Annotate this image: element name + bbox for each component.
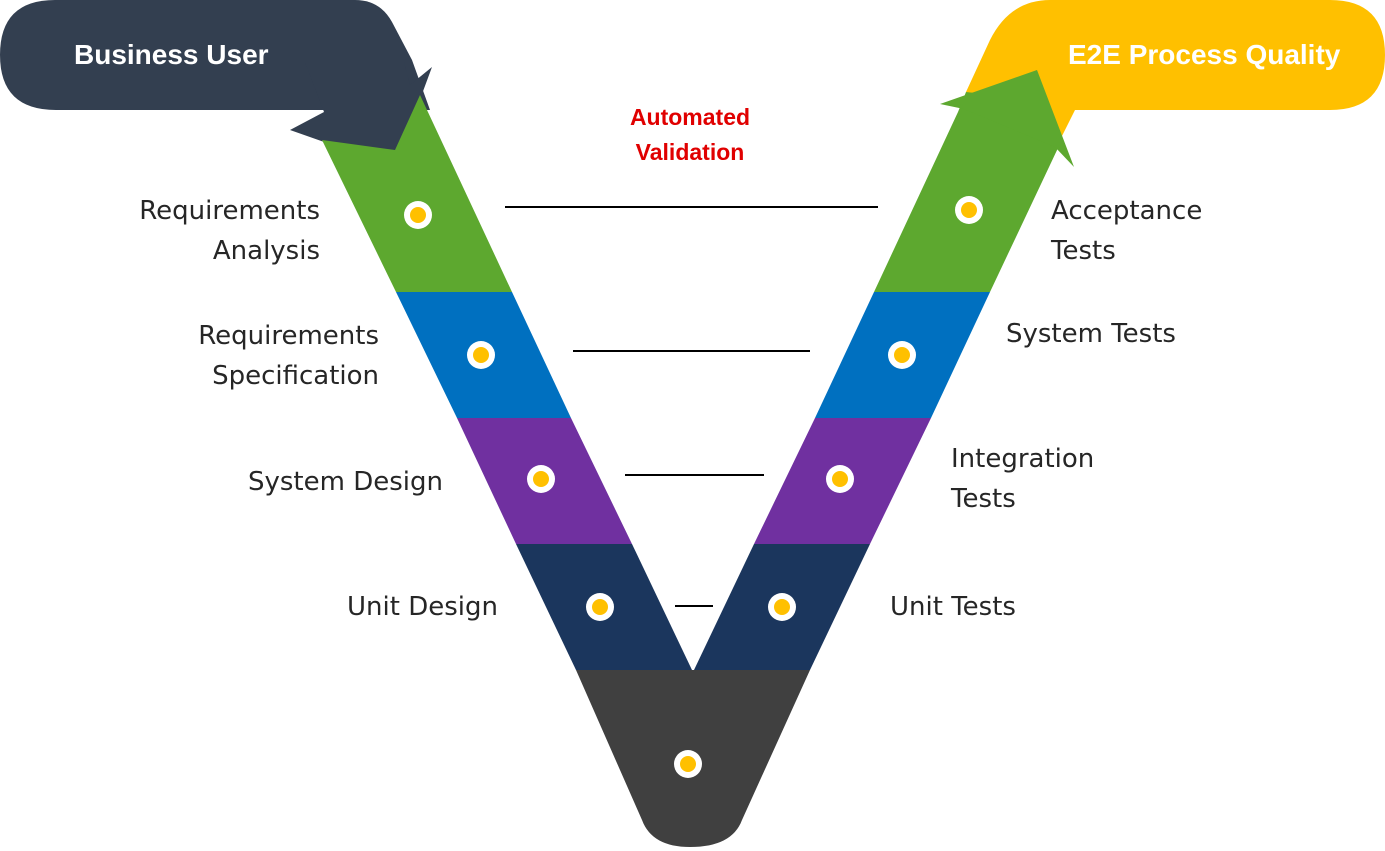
stage-label-line: Analysis bbox=[212, 236, 320, 266]
stage-label-requirements-specification: Requirements Specification bbox=[198, 316, 379, 396]
automated-validation-note: Automated Validation bbox=[590, 100, 790, 170]
stage-label-system-tests: System Tests bbox=[1006, 314, 1176, 354]
stage-dot bbox=[888, 341, 916, 369]
stage-label-integration-tests: Integration Tests bbox=[951, 439, 1094, 519]
stage-dot bbox=[527, 465, 555, 493]
band-left-green bbox=[322, 95, 512, 292]
stage-dot bbox=[955, 196, 983, 224]
stage-label-line: System Tests bbox=[1006, 319, 1176, 349]
stage-label-line: Unit Tests bbox=[890, 592, 1016, 622]
stage-dot bbox=[826, 465, 854, 493]
stage-label-line: System Design bbox=[248, 467, 443, 497]
stage-label-unit-design: Unit Design bbox=[347, 587, 498, 627]
stage-label-requirements-analysis: Requirements Analysis bbox=[139, 191, 320, 271]
stage-label-line: Specification bbox=[212, 361, 379, 391]
arrow-up-right-icon bbox=[940, 70, 1074, 167]
band-right-green bbox=[874, 92, 1058, 292]
stage-dot bbox=[768, 593, 796, 621]
business-user-label: Business User bbox=[74, 39, 269, 70]
e2e-process-quality-pill bbox=[966, 0, 1385, 140]
stage-label-unit-tests: Unit Tests bbox=[890, 587, 1016, 627]
stage-dot bbox=[586, 593, 614, 621]
stage-label-line: Unit Design bbox=[347, 592, 498, 622]
automated-validation-line: Automated bbox=[629, 104, 751, 130]
automated-validation-line: Validation bbox=[635, 139, 745, 165]
stage-dot bbox=[404, 201, 432, 229]
stage-label-line: Tests bbox=[1051, 236, 1116, 266]
stage-label-line: Tests bbox=[951, 484, 1016, 514]
e2e-process-quality-label: E2E Process Quality bbox=[1068, 39, 1341, 70]
stage-label-system-design: System Design bbox=[248, 462, 443, 502]
stage-dot bbox=[467, 341, 495, 369]
stage-dot bbox=[674, 750, 702, 778]
stage-label-line: Acceptance bbox=[1051, 196, 1203, 226]
stage-label-acceptance-tests: Acceptance Tests bbox=[1051, 191, 1202, 271]
stage-label-line: Requirements bbox=[139, 196, 320, 226]
stage-label-line: Integration bbox=[951, 444, 1095, 474]
stage-label-line: Requirements bbox=[198, 321, 379, 351]
